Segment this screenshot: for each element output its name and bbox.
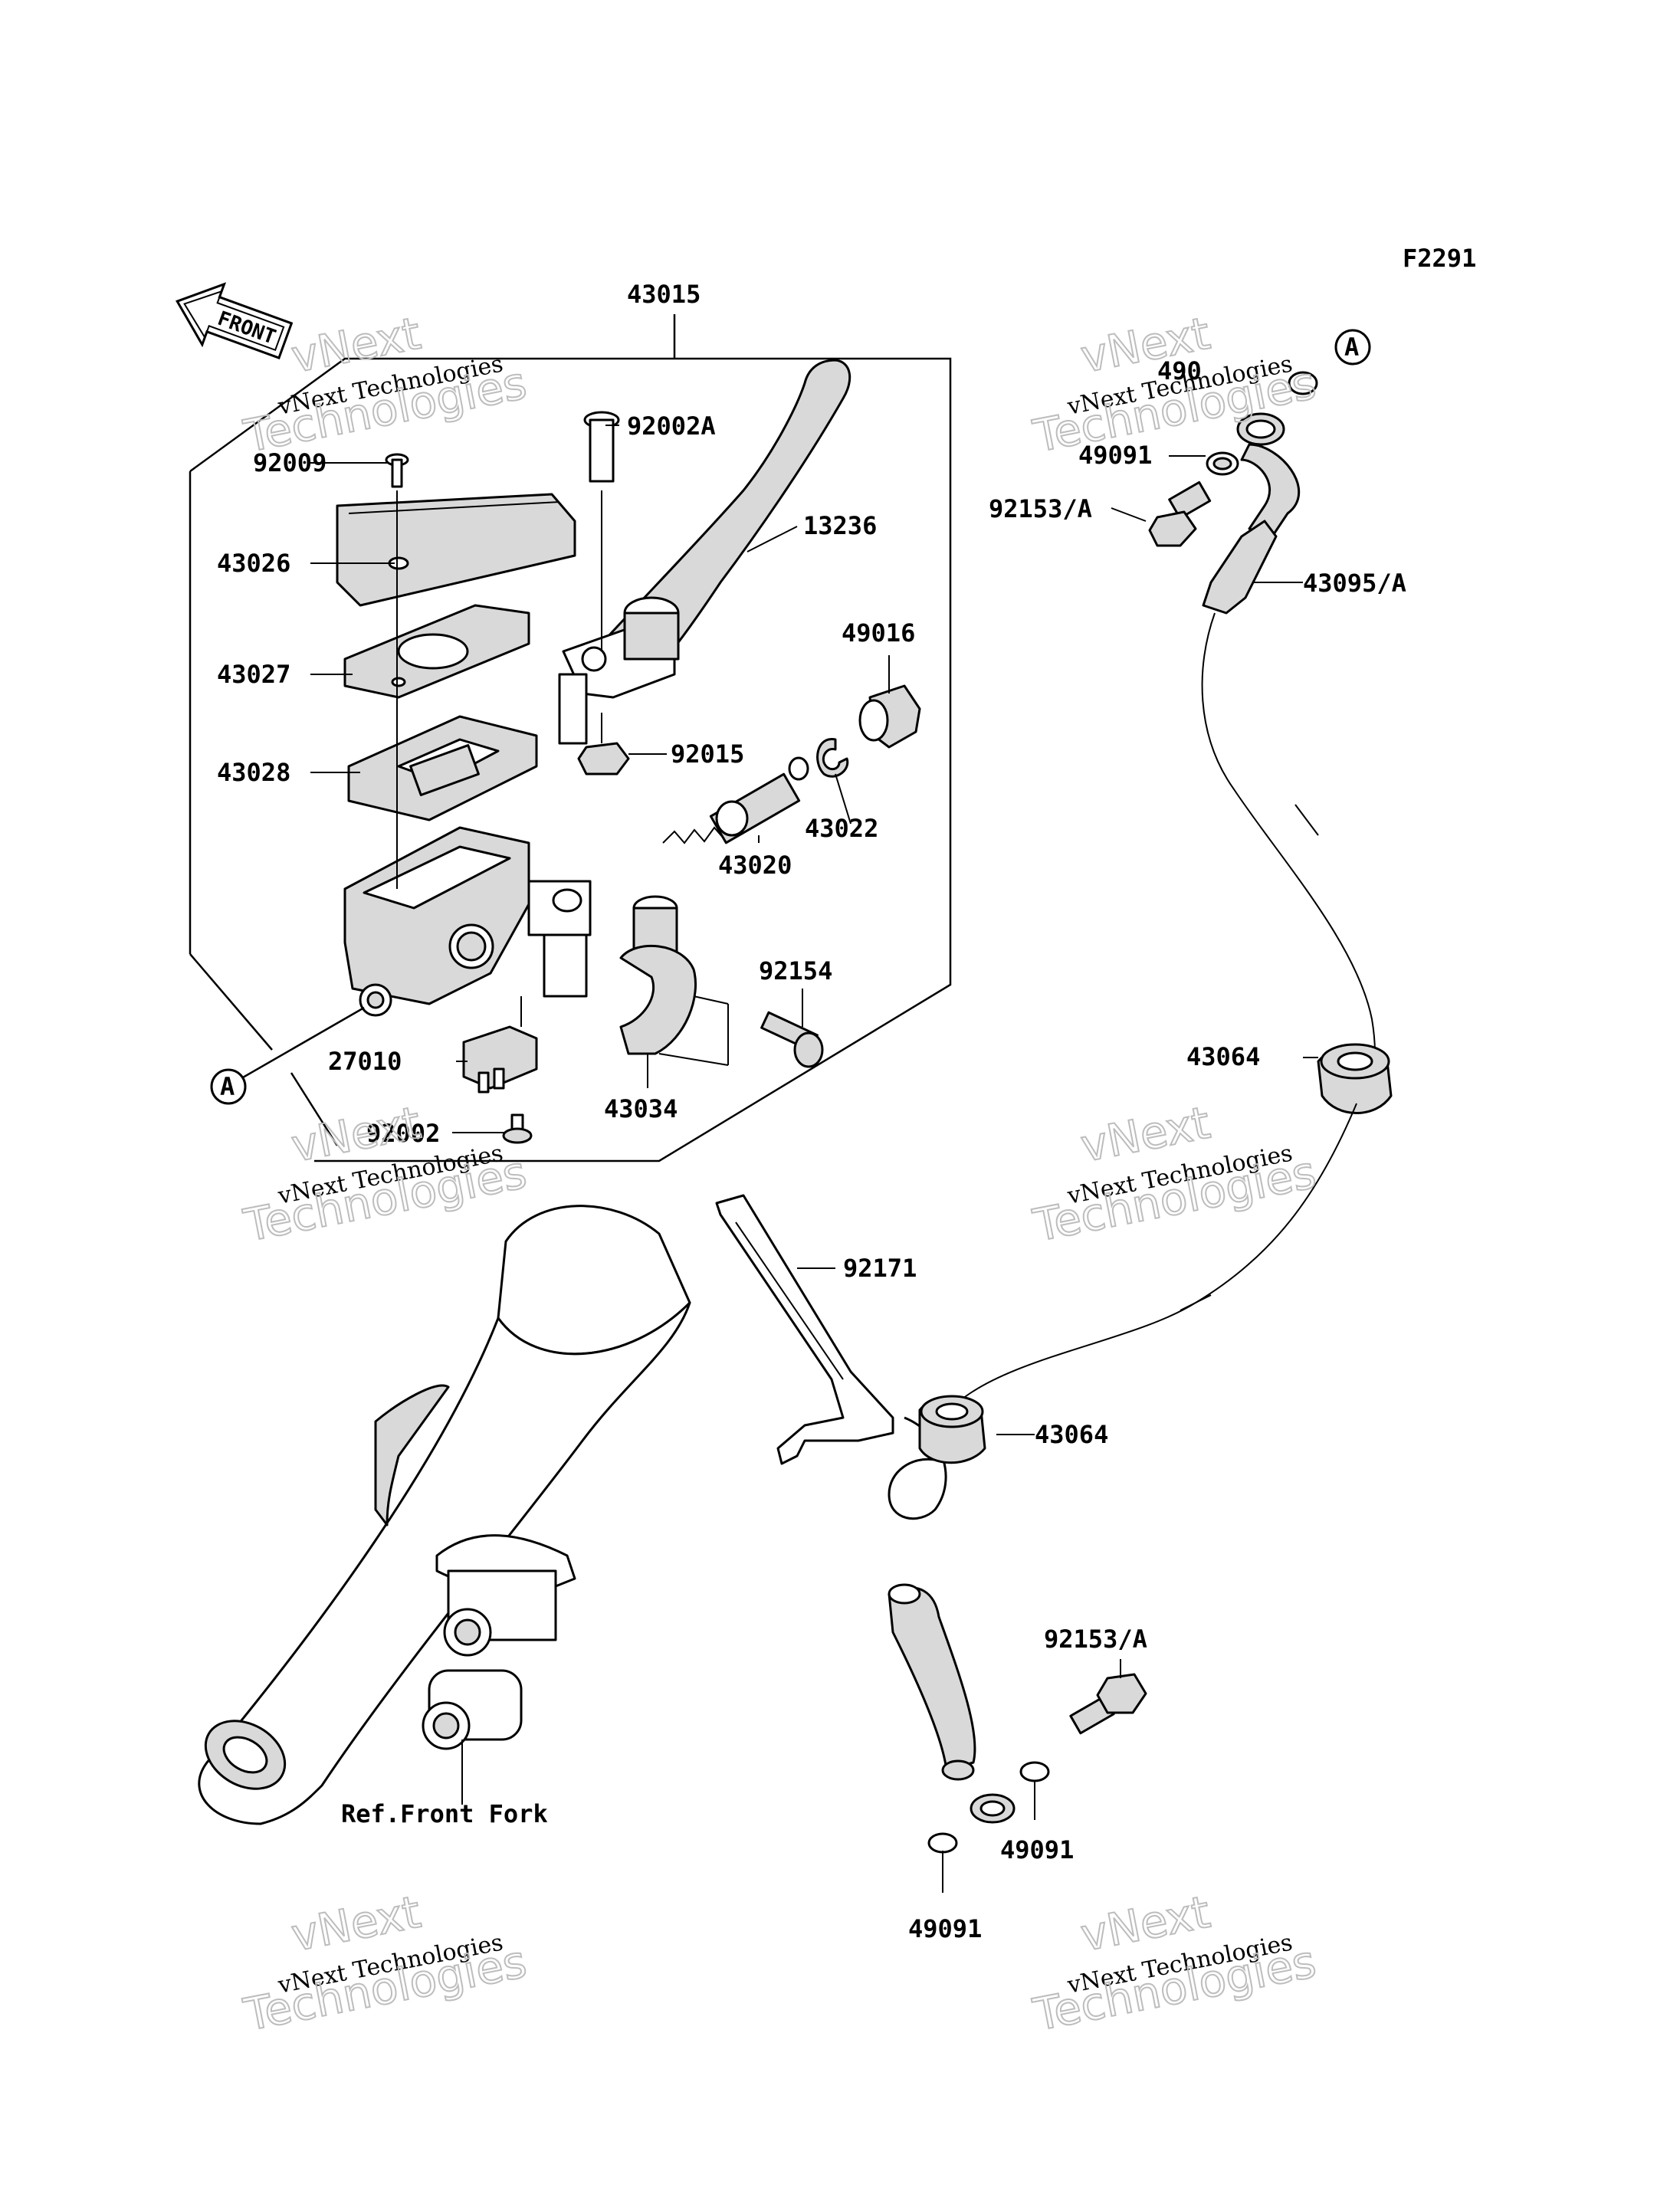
brake-lever <box>558 359 851 745</box>
reservoir-cap <box>336 493 576 607</box>
diaphragm-plate <box>343 604 530 699</box>
svg-text:A: A <box>220 1072 235 1101</box>
label-43027: 43027 <box>217 660 290 689</box>
label-92009: 92009 <box>253 448 326 477</box>
label-43022: 43022 <box>805 814 878 843</box>
label-43064-mid: 43064 <box>1186 1042 1260 1071</box>
part-labels: 43015 92002A 13236 92009 43026 43027 430… <box>217 280 1406 1943</box>
diagram-code: F2291 <box>1403 244 1476 273</box>
watermark-mid-right: vNext vNext Technologies Technologies <box>1029 1096 1321 1253</box>
piston-assembly <box>662 756 809 844</box>
label-43020: 43020 <box>718 851 792 880</box>
label-92015: 92015 <box>671 739 744 769</box>
leader-lines <box>310 425 1318 1893</box>
label-49091-top: 49091 <box>1078 441 1152 470</box>
svg-text:A: A <box>1344 333 1359 362</box>
label-43034: 43034 <box>604 1094 678 1123</box>
grommet-lower <box>918 1395 986 1464</box>
label-27010: 27010 <box>328 1047 402 1076</box>
label-49016: 49016 <box>842 618 915 648</box>
watermark-bottom-left: vNext vNext Technologies Technologies <box>239 1885 532 2042</box>
label-13236: 13236 <box>803 511 877 540</box>
pivot-nut <box>577 713 630 776</box>
label-43026: 43026 <box>217 549 290 578</box>
front-fork <box>198 1205 691 1825</box>
label-43095A: 43095/A <box>1303 569 1406 598</box>
grommet-upper <box>1317 1043 1393 1114</box>
label-92002A: 92002A <box>627 412 716 441</box>
label-49091-low2: 49091 <box>908 1914 982 1943</box>
brake-hose <box>1201 612 1376 1104</box>
label-92154: 92154 <box>759 956 832 985</box>
label-49091-low1: 49091 <box>1000 1835 1074 1864</box>
label-92171: 92171 <box>843 1254 917 1283</box>
hose-bracket <box>715 1194 947 1520</box>
label-ref-front-fork: Ref.Front Fork <box>341 1799 548 1828</box>
lower-hose-end <box>888 1583 1147 1854</box>
watermark-mid-left: vNext vNext Technologies Technologies <box>239 1096 532 1253</box>
circlip <box>816 738 849 778</box>
master-cylinder-body <box>343 826 592 1017</box>
ref-marker-a-left: A <box>210 1068 247 1105</box>
pivot-bolt <box>583 411 620 651</box>
handlebar-clamp <box>619 895 729 1066</box>
dust-boot <box>858 684 921 749</box>
label-43064-low: 43064 <box>1035 1420 1108 1449</box>
cap-screw <box>385 453 409 488</box>
upper-banjo-fitting <box>1148 371 1318 615</box>
ref-marker-a-right: A <box>1334 329 1371 366</box>
assembly-box <box>189 314 952 1162</box>
label-92153A-top: 92153/A <box>989 494 1092 523</box>
diaphragm <box>347 715 538 821</box>
label-92002: 92002 <box>366 1119 440 1148</box>
label-43028: 43028 <box>217 758 290 787</box>
label-43015: 43015 <box>627 280 701 309</box>
label-92153A-low: 92153/A <box>1044 1625 1147 1654</box>
watermark-bottom-right: vNext vNext Technologies Technologies <box>1029 1885 1321 2042</box>
front-arrow-icon: FRONT <box>176 282 294 359</box>
brake-switch <box>462 996 538 1094</box>
label-490-partial: 490 <box>1157 356 1202 385</box>
clamp-bolt <box>760 1011 824 1068</box>
switch-screw <box>502 1113 533 1144</box>
